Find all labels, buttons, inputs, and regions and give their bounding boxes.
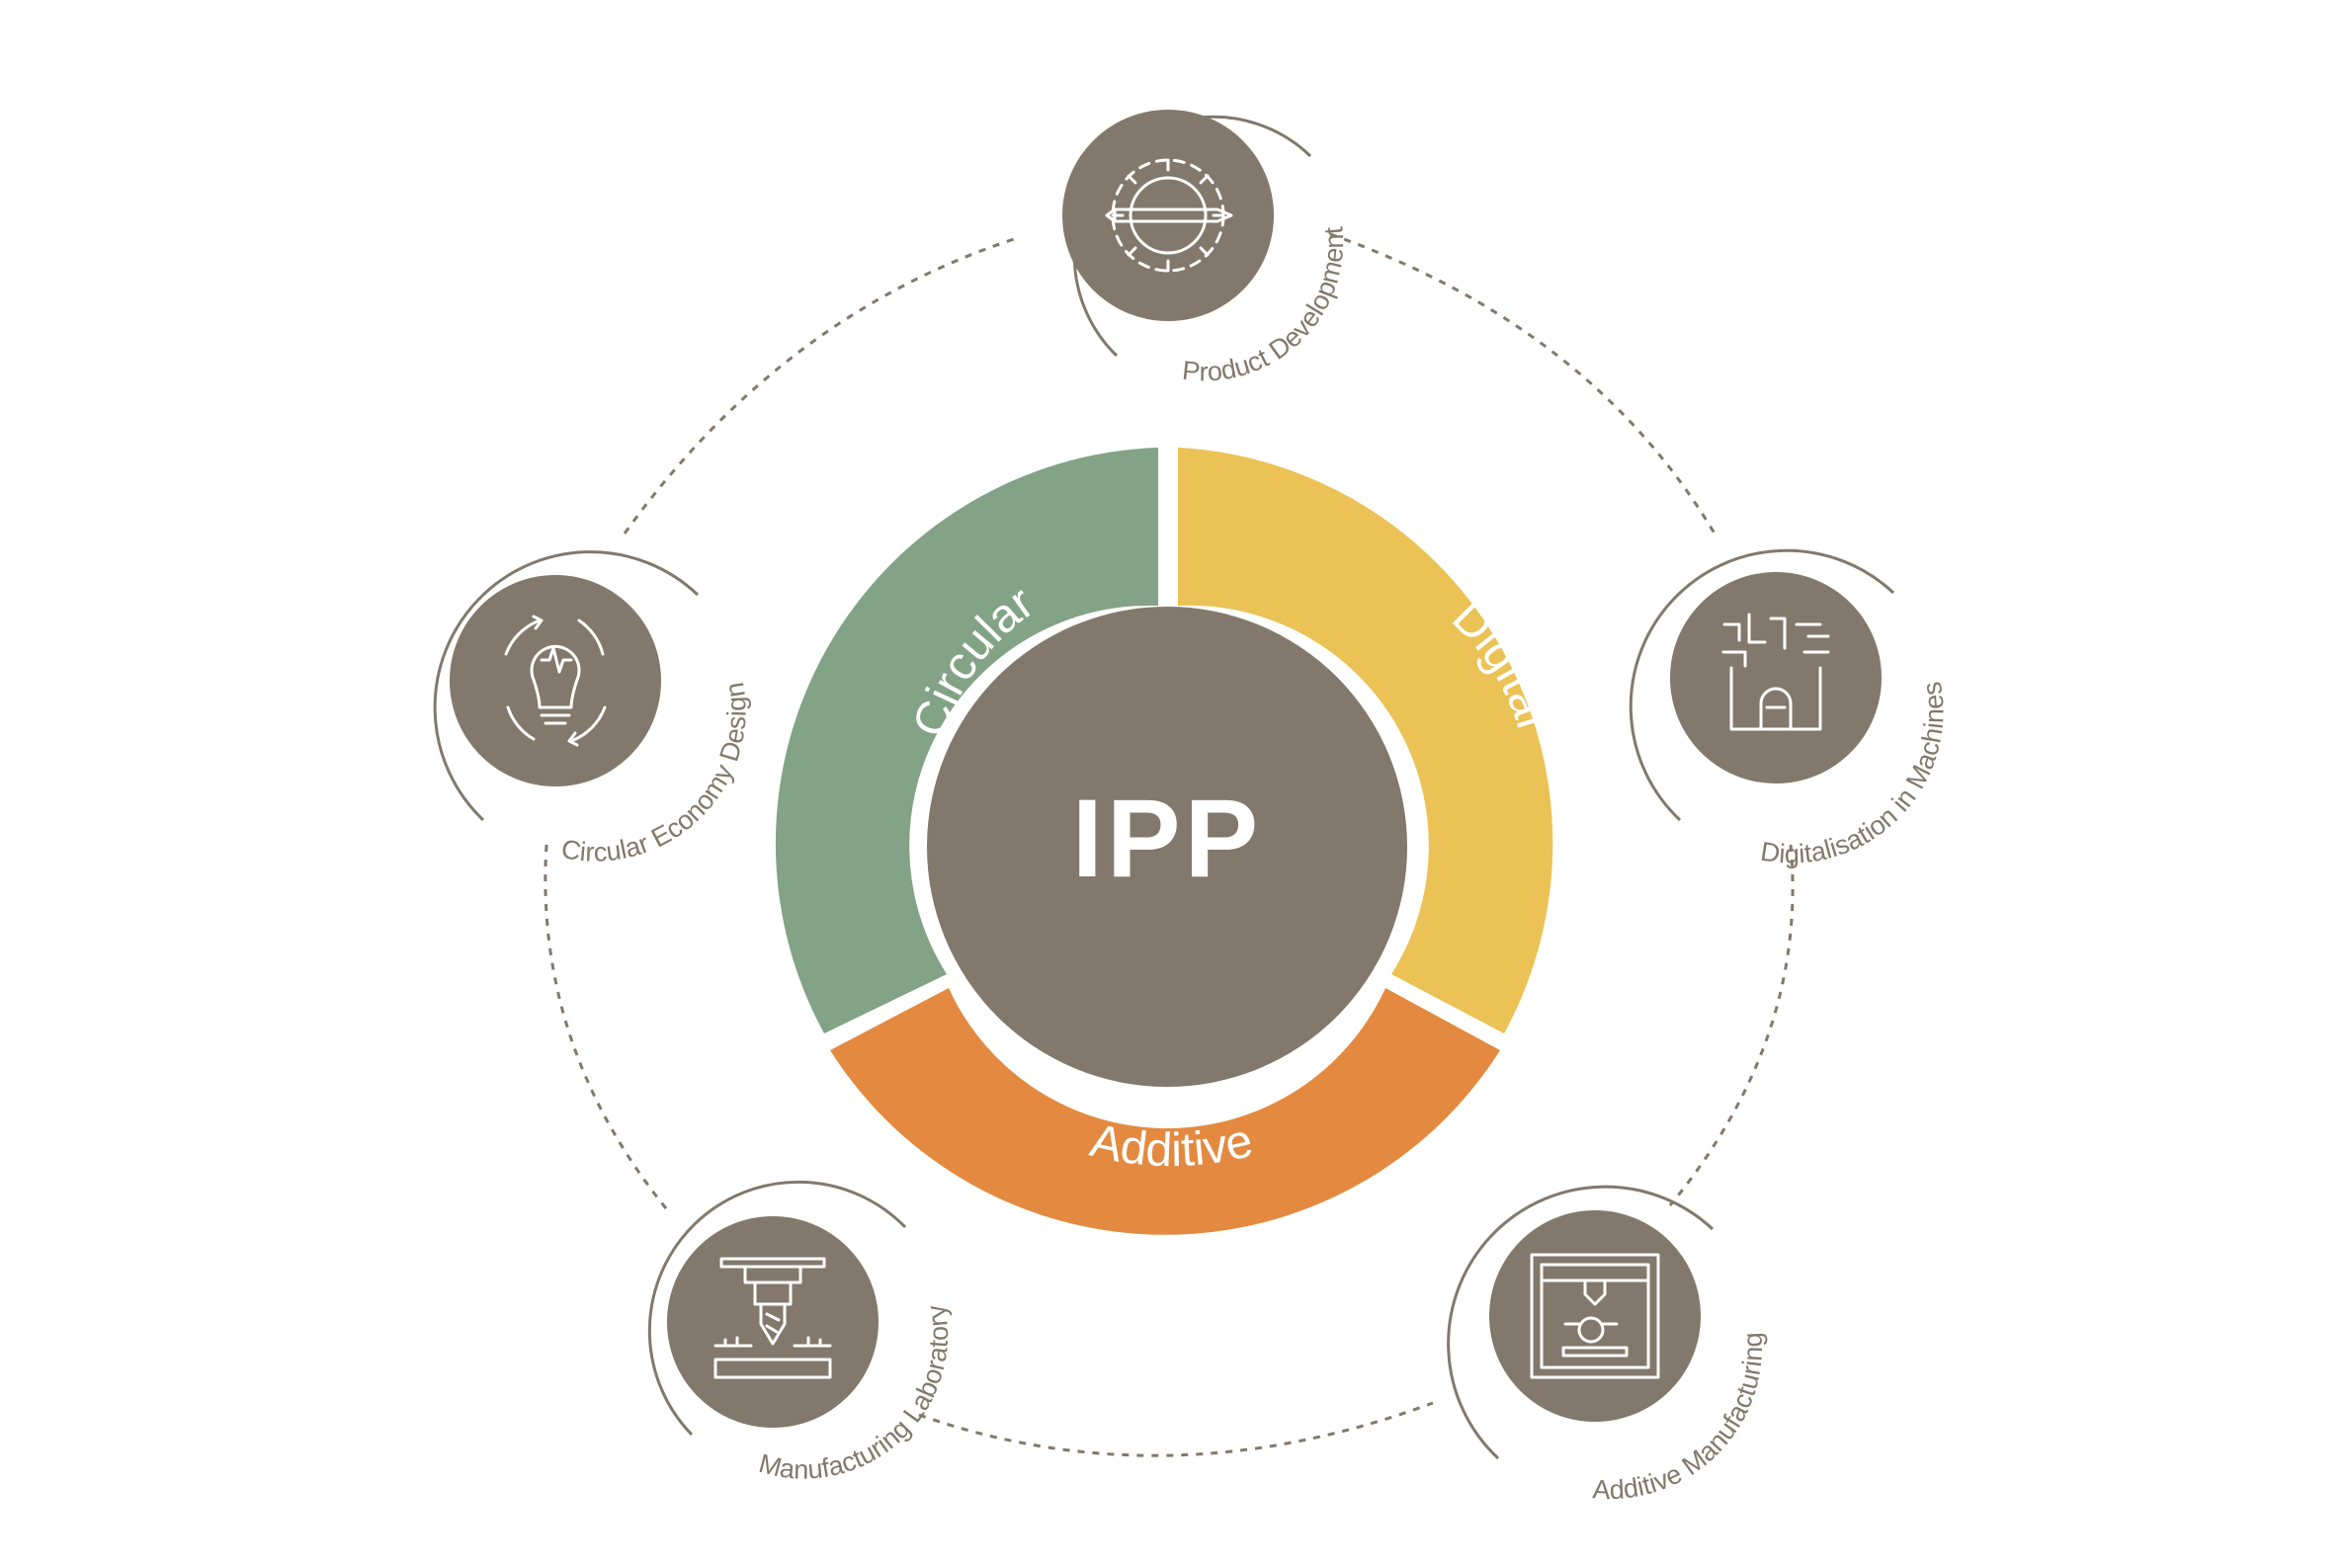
connector-top-right [1329,232,1717,535]
center-circle [927,607,1407,1087]
3d-printer-icon [1530,1253,1660,1379]
circuit-finger-icon [1721,613,1830,731]
node-circle [1489,1210,1701,1422]
node-outline-arc [433,550,700,822]
connector-left [544,844,672,1214]
node-circular-economy-design: Circular Economy Design [433,550,752,867]
connector-bottom [918,1401,1434,1457]
connector-right [1668,844,1795,1206]
node-digitalisation-in-machines: Digitalisation in Machines [1629,548,1950,868]
milling-machine-icon [713,1257,832,1379]
center-title: IPP [1072,777,1263,900]
node-circle [1062,110,1274,321]
node-outline-arc [1629,548,1895,822]
node-outline-arc [647,1180,907,1437]
node-circle [450,575,661,786]
node-circle [667,1216,879,1428]
connector-ring [544,232,1795,1457]
segment-digital [1178,448,1553,1033]
node-circle [1670,572,1882,784]
node-manufacturing-laboratory: Manufacturing Laboratory [647,1180,954,1485]
segment-circular [775,448,1158,1033]
connector-top-left [623,237,1015,535]
node-additive-manufacturing: Additive Manufacturing [1447,1185,1768,1505]
segment-label-additive: Additive [1086,1114,1258,1177]
center-ring: IPP Circular Digital Additive [775,448,1558,1235]
node-product-development: Product Development [1062,110,1349,387]
node-outline-arc [1447,1185,1715,1460]
lightbulb-cycle-icon [504,615,607,747]
segment-additive [830,988,1500,1235]
gear-pencil-icon [1105,158,1233,273]
